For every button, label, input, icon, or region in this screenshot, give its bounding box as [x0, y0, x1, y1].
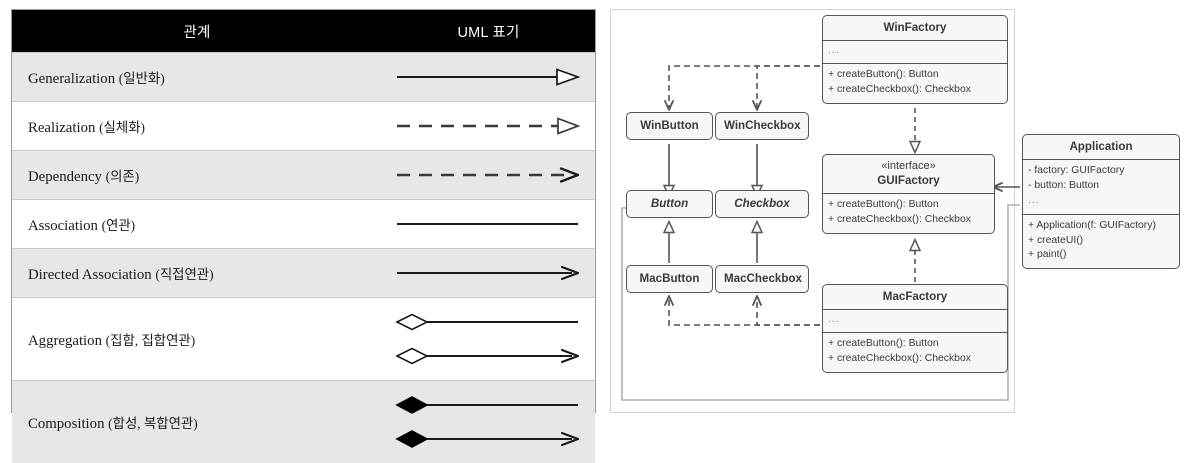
uml-class-diagram: WinFactory ... + createButton(): Button … — [610, 0, 1195, 422]
method-item: + createUI() — [1028, 234, 1084, 246]
relation-name-ko: (집합, 집합연관) — [105, 332, 196, 348]
notation-art-directed-association — [382, 249, 595, 297]
edge-winfactory-to-winbutton — [664, 65, 820, 111]
class-box-macfactory[interactable]: MacFactory ... + createButton(): Button … — [822, 284, 1008, 374]
relation-name-en: Dependency — [28, 168, 102, 185]
dependency-glyph — [397, 167, 580, 183]
attribute-item: - button: Button — [1028, 180, 1100, 192]
table-row-generalization: Generalization (일반화) — [12, 52, 595, 101]
relation-label-association: Association (연관) — [12, 214, 382, 235]
attribute-item: - factory: GUIFactory — [1028, 165, 1125, 177]
table-row-association: Association (연관) — [12, 199, 595, 248]
association-glyph — [397, 222, 578, 226]
relation-name-ko: (실체화) — [99, 119, 145, 135]
class-methods-winfactory: + createButton(): Button + createCheckbo… — [823, 63, 1007, 103]
class-name-guifactory: «interface» GUIFactory — [823, 155, 994, 193]
notation-art-dependency — [382, 151, 595, 199]
notation-art-composition — [382, 381, 595, 463]
relation-name-ko: (의존) — [105, 168, 140, 184]
class-name-button: Button — [650, 197, 689, 210]
class-box-winfactory[interactable]: WinFactory ... + createButton(): Button … — [822, 15, 1008, 105]
edge-macfactory-to-maccheckbox — [752, 295, 820, 326]
class-box-application[interactable]: Application - factory: GUIFactory - butt… — [1022, 134, 1180, 270]
class-attributes-winfactory: ... — [823, 40, 1007, 63]
table-row-aggregation: Aggregation (집합, 집합연관) — [12, 297, 595, 380]
notation-art-realization — [382, 102, 595, 150]
directed-association-glyph — [397, 265, 580, 281]
method-item: + Application(f: GUIFactory) — [1028, 219, 1156, 231]
relation-label-generalization: Generalization (일반화) — [12, 67, 382, 88]
uml-notation-table: 관계 UML 표기 Generalization (일반화) Realizati… — [11, 9, 596, 463]
relation-label-composition: Composition (합성, 복합연관) — [12, 412, 382, 433]
realization-glyph — [397, 117, 581, 135]
class-title-guifactory: GUIFactory — [877, 173, 940, 187]
class-attributes-application: - factory: GUIFactory - button: Button .… — [1023, 159, 1179, 213]
column-header-relation: 관계 — [183, 24, 211, 41]
table-row-directed-association: Directed Association (직접연관) — [12, 248, 595, 297]
class-box-checkbox[interactable]: Checkbox — [715, 190, 809, 219]
relation-name-en: Aggregation — [28, 332, 102, 349]
aggregation-glyph-plain — [395, 313, 578, 331]
table-row-dependency: Dependency (의존) — [12, 150, 595, 199]
relation-name-en: Generalization — [28, 70, 116, 87]
relation-name-en: Realization — [28, 119, 96, 136]
class-box-wincheckbox[interactable]: WinCheckbox — [715, 112, 809, 141]
class-methods-macfactory: + createButton(): Button + createCheckbo… — [823, 332, 1007, 372]
class-stereotype-guifactory: «interface» — [881, 160, 936, 172]
class-name-maccheckbox: MacCheckbox — [724, 272, 802, 285]
composition-glyph-plain — [395, 396, 578, 414]
method-item: + createButton(): Button — [828, 199, 939, 211]
generalization-glyph — [397, 68, 581, 86]
class-box-macbutton[interactable]: MacButton — [626, 265, 713, 294]
notation-art-generalization — [382, 53, 595, 101]
class-name-application: Application — [1069, 140, 1133, 153]
class-box-button[interactable]: Button — [626, 190, 713, 219]
class-name-checkbox: Checkbox — [734, 197, 790, 210]
relation-label-directed-association: Directed Association (직접연관) — [12, 263, 382, 284]
method-item: + createCheckbox(): Checkbox — [828, 84, 971, 96]
method-item: + createButton(): Button — [828, 69, 939, 81]
class-methods-application: + Application(f: GUIFactory) + createUI(… — [1023, 213, 1179, 268]
notation-art-association — [382, 200, 595, 248]
class-name-wincheckbox: WinCheckbox — [724, 119, 801, 132]
relation-name-ko: (직접연관) — [155, 266, 214, 282]
aggregation-glyph-directed — [395, 347, 580, 365]
relation-label-realization: Realization (실체화) — [12, 116, 382, 137]
relation-label-dependency: Dependency (의존) — [12, 165, 382, 186]
table-header-row: 관계 UML 표기 — [12, 10, 595, 52]
class-box-maccheckbox[interactable]: MacCheckbox — [715, 265, 809, 294]
class-attributes-macfactory: ... — [823, 309, 1007, 332]
edge-winfactory-to-wincheckbox — [752, 65, 820, 111]
method-item: + createCheckbox(): Checkbox — [828, 214, 971, 225]
relation-name-ko: (합성, 복합연관) — [108, 415, 198, 431]
class-name-macfactory: MacFactory — [882, 290, 948, 303]
relation-name-en: Composition — [28, 415, 105, 432]
class-box-guifactory[interactable]: «interface» GUIFactory + createButton():… — [822, 154, 995, 234]
notation-art-aggregation — [382, 298, 595, 380]
class-methods-guifactory: + createButton(): Button + createCheckbo… — [823, 193, 994, 233]
class-box-winbutton[interactable]: WinButton — [626, 112, 713, 141]
class-name-macbutton: MacButton — [639, 272, 700, 285]
relation-name-en: Association — [28, 217, 98, 234]
method-item: + createCheckbox(): Checkbox — [828, 353, 971, 365]
relation-name-ko: (연관) — [101, 217, 136, 233]
relation-name-en: Directed Association — [28, 266, 152, 283]
class-name-winfactory: WinFactory — [883, 21, 947, 34]
edge-macfactory-to-macbutton — [664, 295, 820, 326]
method-item: + createButton(): Button — [828, 338, 939, 350]
relation-label-aggregation: Aggregation (집합, 집합연관) — [12, 329, 382, 350]
class-name-winbutton: WinButton — [640, 119, 699, 132]
table-row-realization: Realization (실체화) — [12, 101, 595, 150]
relation-name-ko: (일반화) — [118, 70, 165, 86]
composition-glyph-directed — [395, 430, 580, 448]
attribute-ellipsis: ... — [1028, 195, 1040, 207]
method-item: + paint() — [1028, 249, 1067, 261]
column-header-notation: UML 표기 — [457, 24, 520, 41]
